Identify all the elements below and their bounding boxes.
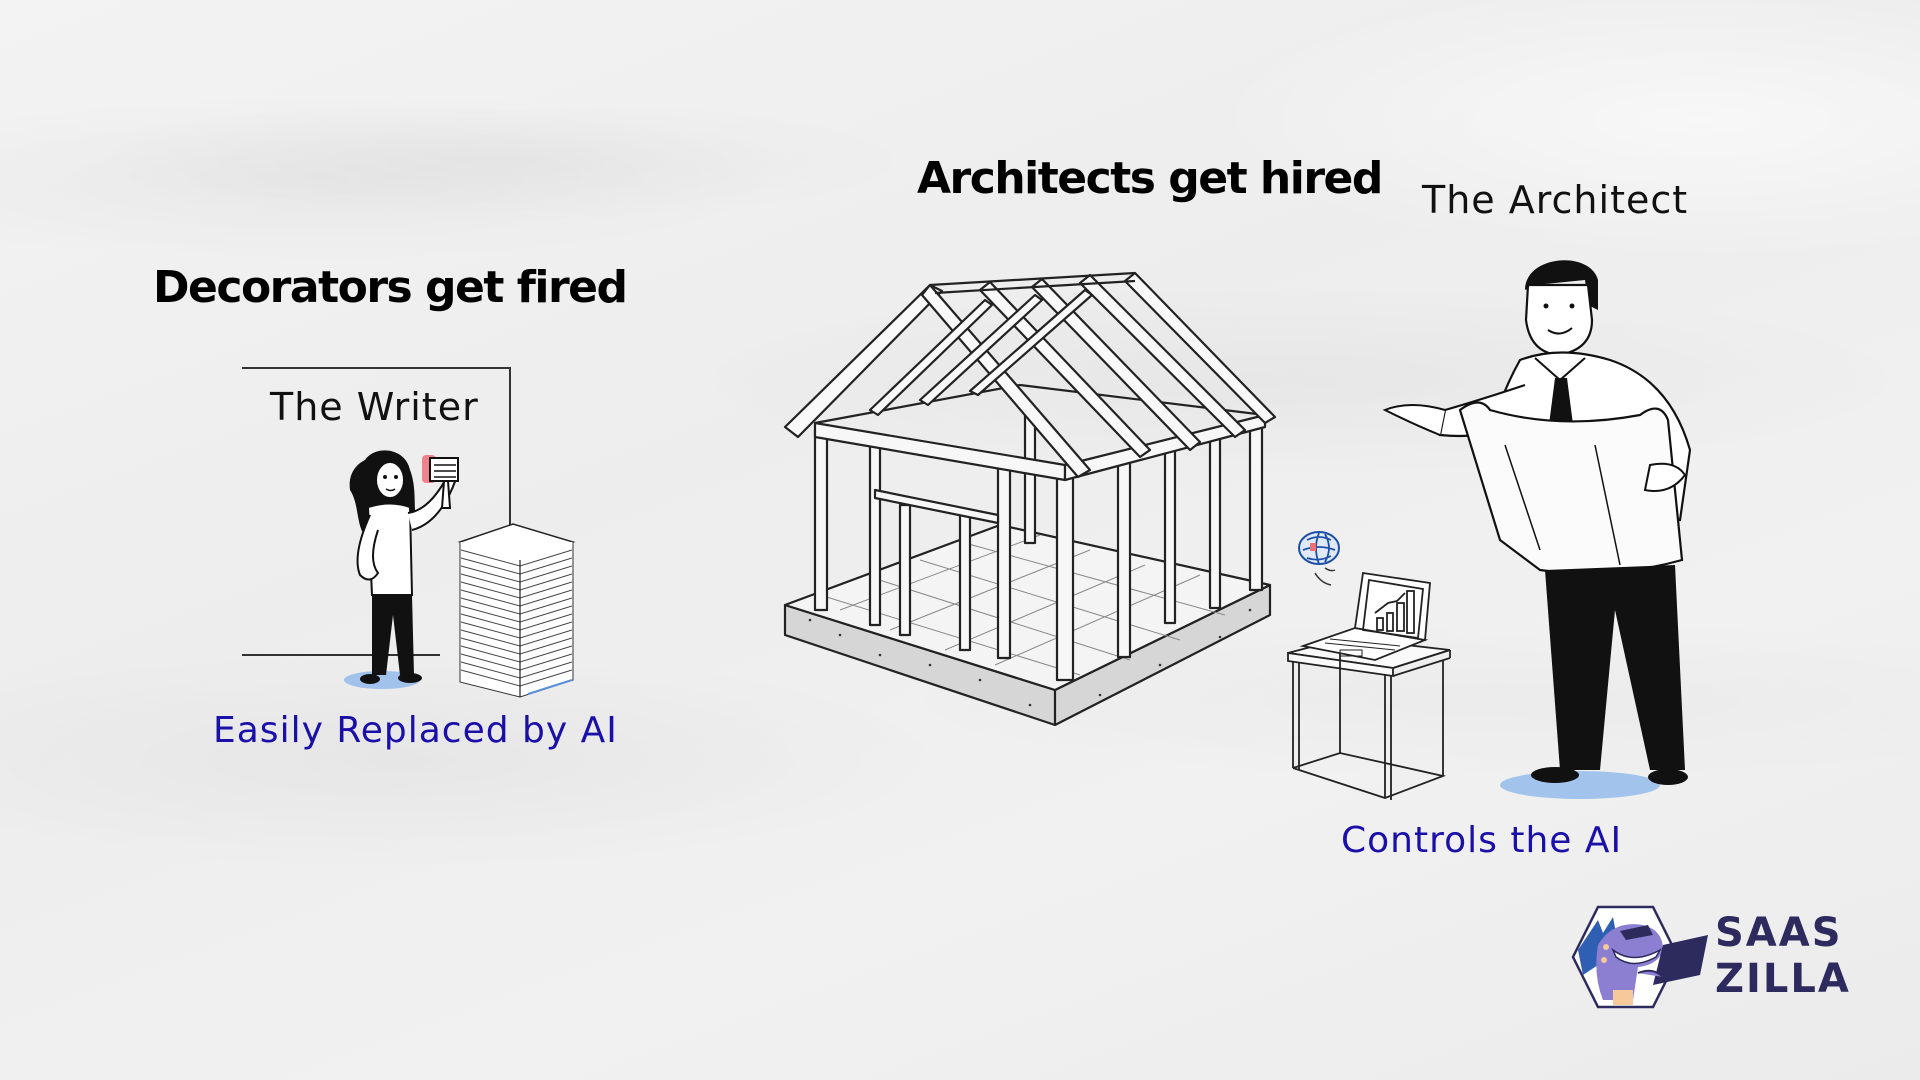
paper-stack-icon [457,523,576,698]
house-frame-icon [783,271,1277,727]
logo-line1: SAAS [1715,910,1843,956]
architect-caption: Controls the AI [1341,820,1623,861]
logo-line2: ZILLA [1715,956,1851,1002]
architect-figure-icon [1382,260,1692,799]
left-heading: Decorators get fired [153,262,628,313]
paint-brush-icon [422,455,459,509]
architect-label: The Architect [1422,178,1689,222]
dino-mascot-icon [1571,905,1708,1009]
laptop-chart-icon [1287,571,1451,800]
writer-caption: Easily Replaced by AI [213,710,618,751]
brain-globe-icon [1298,531,1340,586]
logo-wordmark: SAAS ZILLA [1715,910,1851,1002]
writer-label: The Writer [270,385,479,429]
center-heading: Architects get hired [917,153,1383,204]
